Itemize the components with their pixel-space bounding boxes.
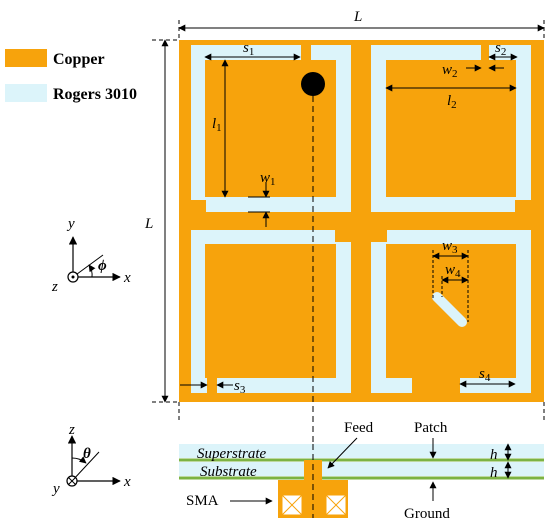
axes-top-view: y x z ϕ — [51, 216, 131, 295]
label-sma: SMA — [186, 493, 219, 509]
ring-gap-bottom — [412, 377, 460, 394]
axes-side-view: z x y θ — [51, 422, 131, 497]
label-s4: s4 — [479, 366, 491, 384]
cell-top-right — [371, 44, 532, 212]
axis-label-phi: ϕ — [98, 258, 107, 274]
cell-top-left — [190, 44, 351, 212]
superstrate-layer — [179, 444, 544, 458]
sma-connector — [278, 444, 348, 518]
label-s1: s1 — [243, 40, 254, 58]
ring-gap-right-top — [335, 230, 352, 242]
dimensions — [152, 20, 545, 420]
axis-label-x-side: x — [123, 474, 131, 490]
label-h-top: h — [490, 447, 498, 463]
label-superstrate: Superstrate — [197, 446, 267, 462]
ring-gap-left-top — [370, 230, 387, 242]
legend-label-rogers: Rogers 3010 — [53, 86, 137, 103]
legend-swatch-rogers — [5, 84, 47, 102]
label-L-top: L — [353, 9, 362, 25]
legend-swatch-copper — [5, 49, 47, 67]
cross-section: h h Superstrate Substrate Feed Patch Gro… — [179, 420, 544, 522]
ring-gap-top-right — [301, 44, 311, 61]
label-ground: Ground — [404, 506, 450, 522]
axis-label-theta: θ — [83, 446, 91, 462]
label-w2: w2 — [442, 62, 458, 80]
axis-label-x: x — [123, 270, 131, 286]
label-s3: s3 — [234, 378, 246, 396]
cell-bottom-right — [370, 230, 531, 394]
axis-label-z-side: z — [68, 422, 75, 438]
axis-label-y-side: y — [51, 481, 60, 497]
label-s2: s2 — [495, 40, 506, 58]
label-l1: l1 — [212, 116, 222, 134]
ring-gap-top-right — [481, 44, 489, 61]
label-h-bottom: h — [490, 465, 498, 481]
axis-label-y: y — [66, 216, 75, 232]
label-l2: l2 — [447, 93, 457, 111]
feed-point — [301, 72, 325, 96]
dimension-labels: L L s1 l1 w1 s2 w2 l2 w3 w4 s3 s4 — [144, 9, 506, 396]
label-substrate: Substrate — [200, 464, 257, 480]
label-w4: w4 — [445, 262, 461, 280]
ring-gap-right-bottom — [515, 200, 532, 212]
ring-gap-bottom-left — [207, 377, 217, 394]
label-w1: w1 — [260, 170, 276, 188]
ring-gap-left-bottom — [190, 200, 206, 212]
legend-label-copper: Copper — [53, 51, 105, 68]
cell-bottom-left — [191, 230, 352, 394]
label-feed: Feed — [344, 420, 374, 436]
diagonal-slot — [432, 292, 467, 327]
top-view — [179, 40, 544, 480]
axis-label-z: z — [51, 279, 58, 295]
substrate-layer — [179, 462, 544, 476]
label-patch: Patch — [414, 420, 448, 436]
board-outline — [179, 40, 544, 402]
legend: Copper Rogers 3010 — [5, 49, 137, 103]
label-L-left: L — [144, 216, 153, 232]
label-w3: w3 — [442, 238, 458, 256]
